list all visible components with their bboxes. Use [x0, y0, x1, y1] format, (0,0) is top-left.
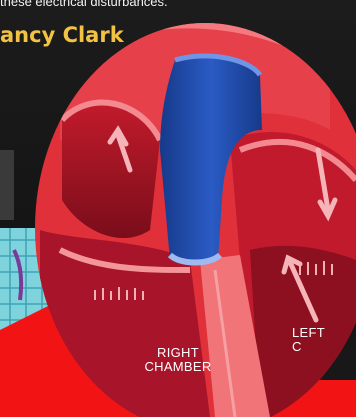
left-chamber-label-line1: LEFT: [292, 326, 356, 340]
right-chamber-label-line1: RIGHT: [128, 346, 228, 360]
right-chamber-label: RIGHT CHAMBER: [128, 346, 228, 374]
left-chamber-label-line2: C: [292, 340, 356, 354]
right-chamber-label-line2: CHAMBER: [128, 360, 228, 374]
left-chamber-label: LEFT C: [292, 326, 356, 354]
